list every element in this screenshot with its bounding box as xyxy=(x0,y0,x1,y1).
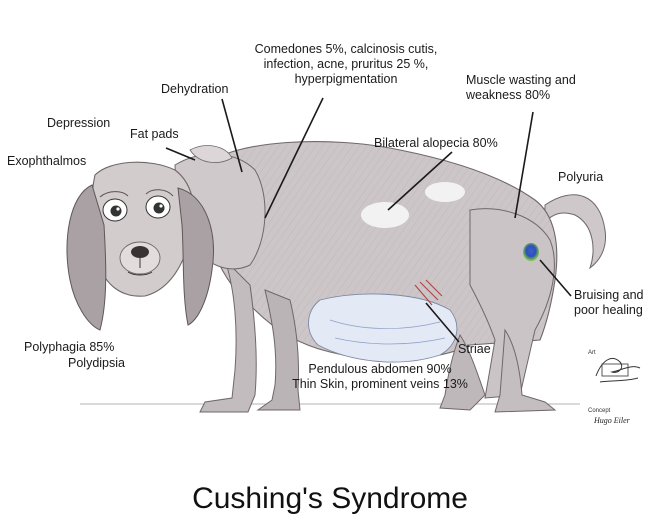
label-polyuria: Polyuria xyxy=(558,170,603,185)
label-striae: Striae xyxy=(458,342,491,357)
comedones-line-3: hyperpigmentation xyxy=(238,72,454,87)
label-abdomen: Pendulous abdomen 90% Thin Skin, promine… xyxy=(265,362,495,392)
label-polyphagia: Polyphagia 85% xyxy=(24,340,114,355)
comedones-line-1: Comedones 5%, calcinosis cutis, xyxy=(238,42,454,57)
label-bruising: Bruising and poor healing xyxy=(574,288,644,318)
page-title: Cushing's Syndrome xyxy=(0,482,660,516)
label-depression: Depression xyxy=(47,116,110,131)
artist-signature xyxy=(596,358,640,382)
label-bilateral-alopecia: Bilateral alopecia 80% xyxy=(374,136,498,151)
label-muscle-wasting: Muscle wasting and weakness 80% xyxy=(466,73,576,103)
muscle-line-2: weakness 80% xyxy=(466,88,576,103)
label-exophthalmos: Exophthalmos xyxy=(7,154,86,169)
credit-concept-author: Hugo Eiler xyxy=(594,416,630,425)
bruising-line-2: poor healing xyxy=(574,303,644,318)
credit-concept-label: Concept xyxy=(588,408,610,414)
label-fat-pads: Fat pads xyxy=(130,127,179,142)
label-comedones: Comedones 5%, calcinosis cutis, infectio… xyxy=(238,42,454,87)
muscle-line-1: Muscle wasting and xyxy=(466,73,576,88)
thin-skin-text: Thin Skin, prominent veins 13% xyxy=(265,377,495,392)
label-polydipsia: Polydipsia xyxy=(68,356,125,371)
bruising-line-1: Bruising and xyxy=(574,288,644,303)
comedones-line-2: infection, acne, pruritus 25 %, xyxy=(238,57,454,72)
label-dehydration: Dehydration xyxy=(161,82,228,97)
credit-art-label: Art xyxy=(588,350,596,356)
pendulous-abdomen-text: Pendulous abdomen 90% xyxy=(265,362,495,377)
